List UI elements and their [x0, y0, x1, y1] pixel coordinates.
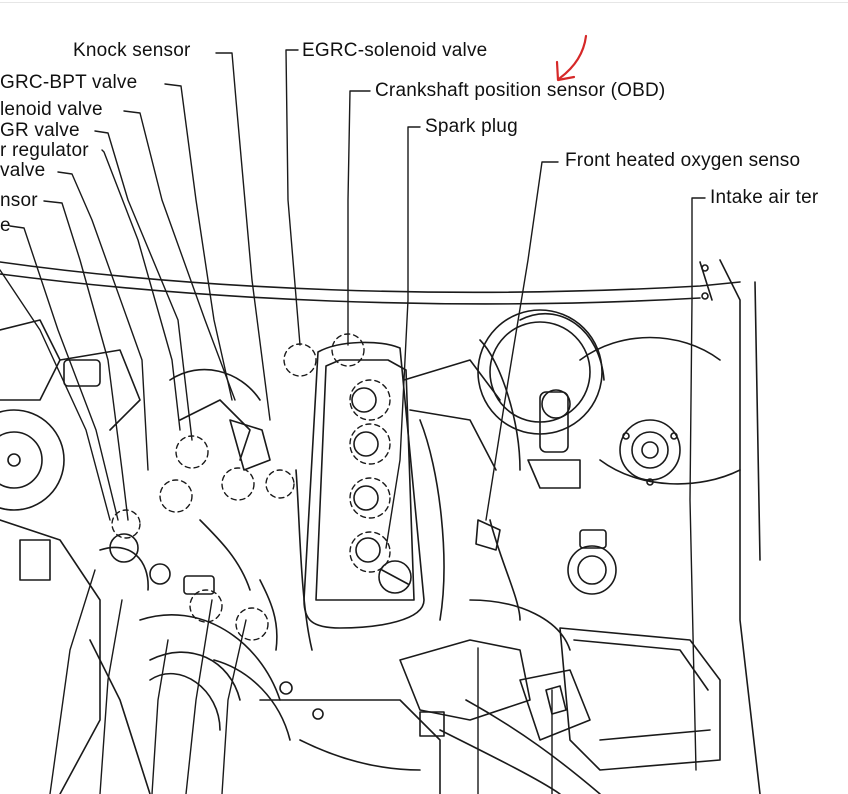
- left-strut-tower: [0, 409, 65, 511]
- label-e-fragment: e: [0, 215, 11, 236]
- label-intake-air-temp: Intake air ter: [710, 187, 819, 208]
- intake-duct: [399, 519, 601, 794]
- leader-lines: [0, 49, 706, 771]
- front-area: [259, 681, 445, 794]
- component-highlight-circles: [111, 333, 391, 641]
- label-egrc-solenoid-valve: EGRC-solenoid valve: [302, 40, 488, 61]
- label-spark-plug: Spark plug: [425, 116, 518, 137]
- label-egr-valve: GR valve: [0, 120, 80, 141]
- top-border-line: [0, 2, 848, 3]
- label-knock-sensor: Knock sensor: [73, 40, 191, 61]
- brake-booster: [477, 309, 605, 489]
- label-egrc-bpt-valve: GRC-BPT valve: [0, 72, 138, 93]
- left-side-machinery: [0, 319, 291, 794]
- label-valve: valve: [0, 160, 46, 181]
- body-outline: [0, 259, 761, 794]
- bottom-leader-lines: [49, 569, 553, 794]
- label-front-heated-oxygen-sensor: Front heated oxygen senso: [565, 150, 801, 171]
- valve-cover: [295, 341, 501, 651]
- air-cleaner-box: [559, 529, 721, 771]
- label-sensor: nsor: [0, 190, 38, 211]
- red-annotation-arrow: [555, 34, 588, 82]
- label-solenoid-valve: lenoid valve: [0, 99, 103, 120]
- label-regulator: r regulator: [0, 140, 89, 161]
- right-strut-tower: [619, 419, 681, 486]
- label-crankshaft-position-sensor: Crankshaft position sensor (OBD): [375, 80, 666, 101]
